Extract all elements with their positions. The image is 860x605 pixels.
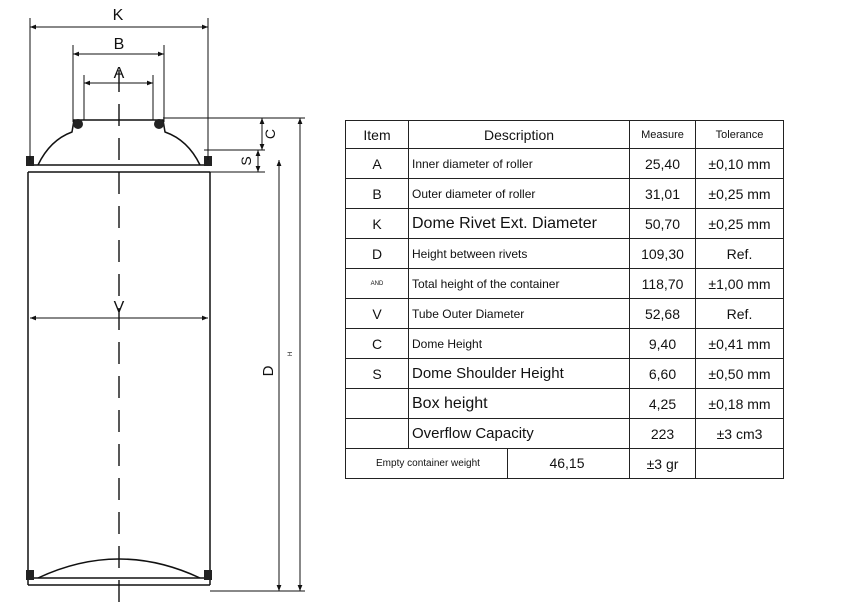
cell-item: D xyxy=(345,238,409,269)
header-item: Item xyxy=(345,120,409,149)
cell-measure: 9,40 xyxy=(629,328,696,359)
table-row: B Outer diameter of roller 31,01 ±0,25 m… xyxy=(345,178,784,209)
specification-table: Item Description Measure Tolerance A Inn… xyxy=(345,120,784,479)
cell-measure: 118,70 xyxy=(629,268,696,299)
cell-item: V xyxy=(345,298,409,329)
table-row: D Height between rivets 109,30 Ref. xyxy=(345,238,784,269)
cell-tolerance: ±0,25 mm xyxy=(695,178,784,209)
table-row: A Inner diameter of roller 25,40 ±0,10 m… xyxy=(345,148,784,179)
header-measure: Measure xyxy=(629,120,696,149)
weight-tolerance: ±3 gr xyxy=(629,448,696,479)
cell-description: Dome Rivet Ext. Diameter xyxy=(408,208,630,239)
label-b: B xyxy=(114,36,125,53)
cell-tolerance: ±1,00 mm xyxy=(695,268,784,299)
table-row: AND Total height of the container 118,70… xyxy=(345,268,784,299)
label-c: C xyxy=(262,129,278,139)
dimension-b xyxy=(72,45,165,122)
header-tolerance: Tolerance xyxy=(695,120,784,149)
cell-measure: 50,70 xyxy=(629,208,696,239)
table-row: V Tube Outer Diameter 52,68 Ref. xyxy=(345,298,784,329)
cell-measure: 109,30 xyxy=(629,238,696,269)
cell-measure: 31,01 xyxy=(629,178,696,209)
cell-description: Box height xyxy=(408,388,630,419)
cell-item xyxy=(345,388,409,419)
label-s: S xyxy=(238,156,254,165)
rivet-details xyxy=(26,119,212,580)
cell-item: A xyxy=(345,148,409,179)
cell-tolerance: Ref. xyxy=(695,238,784,269)
label-h: H xyxy=(288,352,294,356)
cell-description: Overflow Capacity xyxy=(408,418,630,449)
weight-cell-label: Empty container weight 46,15 xyxy=(345,448,630,479)
cell-measure: 25,40 xyxy=(629,148,696,179)
cell-item: S xyxy=(345,358,409,389)
height-extension-lines xyxy=(163,117,305,592)
cell-description: Dome Height xyxy=(408,328,630,359)
dimension-k xyxy=(29,18,209,160)
weight-row: Empty container weight 46,15 ±3 gr xyxy=(345,448,784,479)
cell-tolerance: ±0,10 mm xyxy=(695,148,784,179)
cell-tolerance: ±0,25 mm xyxy=(695,208,784,239)
cell-item xyxy=(345,418,409,449)
cell-description: Dome Shoulder Height xyxy=(408,358,630,389)
label-k: K xyxy=(113,7,124,24)
cell-description: Outer diameter of roller xyxy=(408,178,630,209)
cell-description: Tube Outer Diameter xyxy=(408,298,630,329)
dimension-a xyxy=(83,75,154,120)
table-row: K Dome Rivet Ext. Diameter 50,70 ±0,25 m… xyxy=(345,208,784,239)
cell-description: Inner diameter of roller xyxy=(408,148,630,179)
weight-label: Empty container weight xyxy=(376,458,480,469)
cell-measure: 6,60 xyxy=(629,358,696,389)
cell-tolerance: ±0,41 mm xyxy=(695,328,784,359)
header-description: Description xyxy=(408,120,630,149)
cell-measure: 4,25 xyxy=(629,388,696,419)
label-v: V xyxy=(114,299,125,316)
container-drawing: K B A V C S D H xyxy=(26,7,305,602)
table-row: S Dome Shoulder Height 6,60 ±0,50 mm xyxy=(345,358,784,389)
weight-empty-cell xyxy=(695,448,784,479)
cell-item: C xyxy=(345,328,409,359)
label-d: D xyxy=(260,365,277,376)
weight-value: 46,15 xyxy=(507,449,626,478)
cell-tolerance: ±0,50 mm xyxy=(695,358,784,389)
table-row: C Dome Height 9,40 ±0,41 mm xyxy=(345,328,784,359)
label-a: A xyxy=(114,65,125,82)
table-row: Box height 4,25 ±0,18 mm xyxy=(345,388,784,419)
table-row: Overflow Capacity 223 ±3 cm3 xyxy=(345,418,784,449)
cell-tolerance: ±0,18 mm xyxy=(695,388,784,419)
cell-item: AND xyxy=(345,268,409,299)
cell-measure: 52,68 xyxy=(629,298,696,329)
cell-item: B xyxy=(345,178,409,209)
cell-description: Total height of the container xyxy=(408,268,630,299)
table-header-row: Item Description Measure Tolerance xyxy=(345,120,784,149)
cell-description: Height between rivets xyxy=(408,238,630,269)
cell-tolerance: ±3 cm3 xyxy=(695,418,784,449)
cell-item: K xyxy=(345,208,409,239)
cell-measure: 223 xyxy=(629,418,696,449)
cell-tolerance: Ref. xyxy=(695,298,784,329)
